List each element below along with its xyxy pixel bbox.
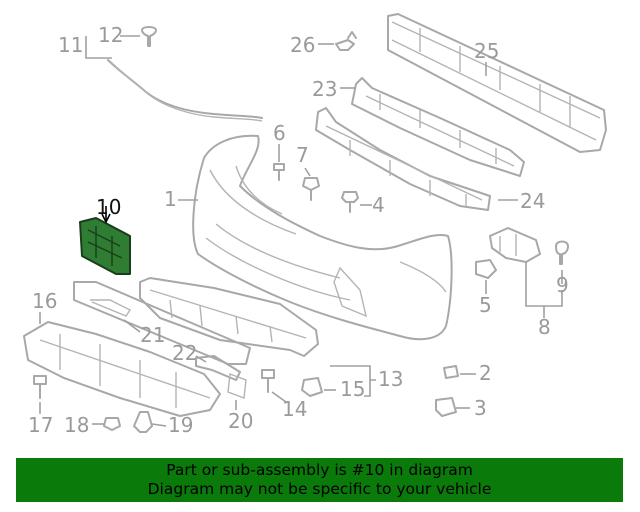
callout-10: 10 xyxy=(96,195,121,219)
callout-20: 20 xyxy=(228,409,253,433)
callout-26: 26 xyxy=(290,33,315,57)
part-15-retainer xyxy=(301,377,323,397)
callout-6: 6 xyxy=(273,121,286,145)
parts-diagram: 1 2 3 4 5 6 7 8 9 10 11 12 13 14 15 16 1… xyxy=(23,13,607,437)
callout-7: 7 xyxy=(296,143,309,167)
part-2-retainer xyxy=(443,365,459,379)
callout-1: 1 xyxy=(164,187,177,211)
part-5-clip xyxy=(475,259,497,279)
callout-8: 8 xyxy=(538,315,551,339)
part-20-plate xyxy=(227,373,247,399)
callout-14: 14 xyxy=(282,397,307,421)
callout-12: 12 xyxy=(98,23,123,47)
part-12-clip xyxy=(141,26,157,47)
part-26-bolt xyxy=(335,31,357,51)
part-23-absorber xyxy=(351,77,525,177)
part-19-fastener xyxy=(133,411,153,433)
notice-line-2: Diagram may not be specific to your vehi… xyxy=(147,480,492,498)
part-4-clip xyxy=(341,191,359,213)
part-8-side-bracket xyxy=(489,227,541,263)
callout-11: 11 xyxy=(58,33,83,57)
callout-23: 23 xyxy=(312,77,337,101)
part-25-reinforcement xyxy=(387,13,607,153)
callout-17: 17 xyxy=(28,413,53,437)
part-22-bracket xyxy=(195,355,241,381)
callout-13: 13 xyxy=(378,367,403,391)
part-3-retainer xyxy=(435,397,457,417)
callout-15: 15 xyxy=(340,377,365,401)
part-13-under-cover xyxy=(139,277,319,357)
callout-4: 4 xyxy=(372,193,385,217)
callout-24: 24 xyxy=(520,189,545,213)
callout-2: 2 xyxy=(479,361,492,385)
leader-lines xyxy=(39,35,563,427)
part-21-shield xyxy=(73,281,251,365)
part-11-molding xyxy=(85,36,263,122)
part-9-clip xyxy=(555,240,569,265)
callout-21: 21 xyxy=(140,323,165,347)
callout-9: 9 xyxy=(556,273,569,297)
callout-18: 18 xyxy=(64,413,89,437)
callout-22: 22 xyxy=(172,341,197,365)
part-17-bolt xyxy=(33,375,47,399)
part-16-splash-shield xyxy=(23,321,221,417)
callout-3: 3 xyxy=(474,396,487,420)
part-6-screw xyxy=(273,163,285,181)
part-1-bumper-cover xyxy=(192,134,453,341)
part-18-clip xyxy=(103,417,121,431)
part-24-absorber xyxy=(315,107,491,211)
part-7-bolt xyxy=(302,177,320,201)
notice-line-1: Part or sub-assembly is #10 in diagram xyxy=(166,461,473,479)
notice-banner: Part or sub-assembly is #10 in diagram D… xyxy=(16,458,623,502)
part-10-license-bracket xyxy=(79,206,131,275)
callout-19: 19 xyxy=(168,413,193,437)
part-14-bolt xyxy=(261,369,275,393)
callout-25: 25 xyxy=(474,39,499,63)
callout-5: 5 xyxy=(479,293,492,317)
callout-16: 16 xyxy=(32,289,57,313)
